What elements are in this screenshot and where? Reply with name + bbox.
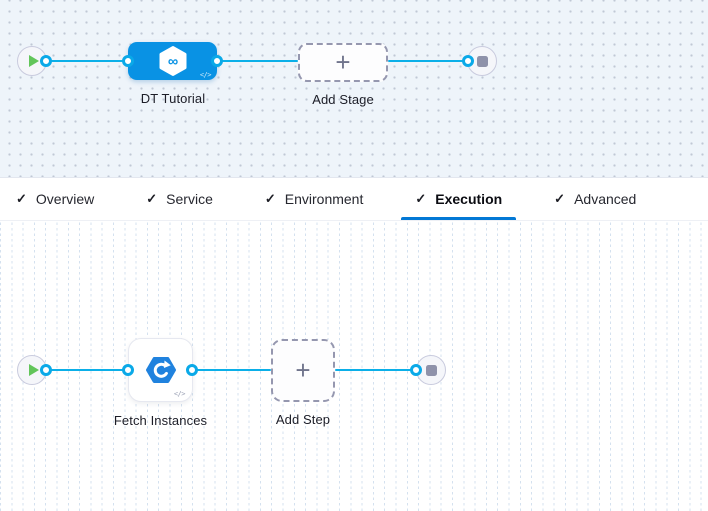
tab-label: Environment [284,191,364,207]
tab-advanced[interactable]: ✓ Advanced [540,178,650,220]
tab-execution[interactable]: ✓ Execution [401,178,516,220]
add-step-label: Add Step [275,412,331,427]
check-icon: ✓ [264,191,276,206]
check-icon: ✓ [16,191,27,206]
add-stage-button[interactable]: + [298,43,388,82]
check-icon: ✓ [554,191,566,206]
tab-label: Advanced [574,191,637,207]
stage-node-label: DT Tutorial [140,91,206,106]
stage-code-icon: </> [199,71,212,79]
deploy-stage-hexagon-icon: ∞ [159,46,186,76]
plus-icon: + [295,354,311,385]
tab-label: Overview [35,191,95,207]
step-left-port [122,364,134,376]
end-node-port [410,364,422,376]
infinity-icon: ∞ [167,54,177,70]
step-edge-end [335,369,416,371]
check-icon: ✓ [146,191,158,206]
check-icon: ✓ [415,191,427,206]
stage-edge-mid [217,60,298,62]
step-edge-start [46,369,128,371]
start-node-port [40,55,52,67]
execution-graph-canvas[interactable]: </> Fetch Instances + Add Step [0,221,708,511]
add-stage-label: Add Stage [312,92,374,107]
plus-icon: + [335,46,351,77]
fetch-instances-icon [145,356,176,383]
stage-edge-start [46,60,128,62]
step-right-port [186,364,198,376]
end-node-port [462,55,474,67]
stage-node-dt-tutorial[interactable]: ∞ </> [128,42,217,80]
stage-right-port [211,55,223,67]
add-step-button[interactable]: + [271,339,335,402]
play-icon [28,55,39,67]
tab-label: Execution [435,191,503,207]
stage-config-tabbar: ✓ Overview ✓ Service ✓ Environment ✓ Exe… [0,178,708,221]
step-node-label: Fetch Instances [113,413,208,428]
stop-icon [425,364,437,376]
tab-label: Service [166,191,213,207]
tab-overview[interactable]: ✓ Overview [2,178,108,220]
start-node-port [40,364,52,376]
step-code-icon: </> [173,390,186,398]
step-edge-mid [193,369,271,371]
stage-graph-canvas[interactable]: ∞ </> DT Tutorial + Add Stage [0,0,708,178]
step-node-fetch-instances[interactable]: </> [128,338,193,402]
play-icon [28,364,39,376]
stage-left-port [122,55,134,67]
stop-icon [476,55,488,67]
tab-environment[interactable]: ✓ Environment [251,178,378,220]
tab-service[interactable]: ✓ Service [132,178,227,220]
stage-edge-end [388,60,468,62]
